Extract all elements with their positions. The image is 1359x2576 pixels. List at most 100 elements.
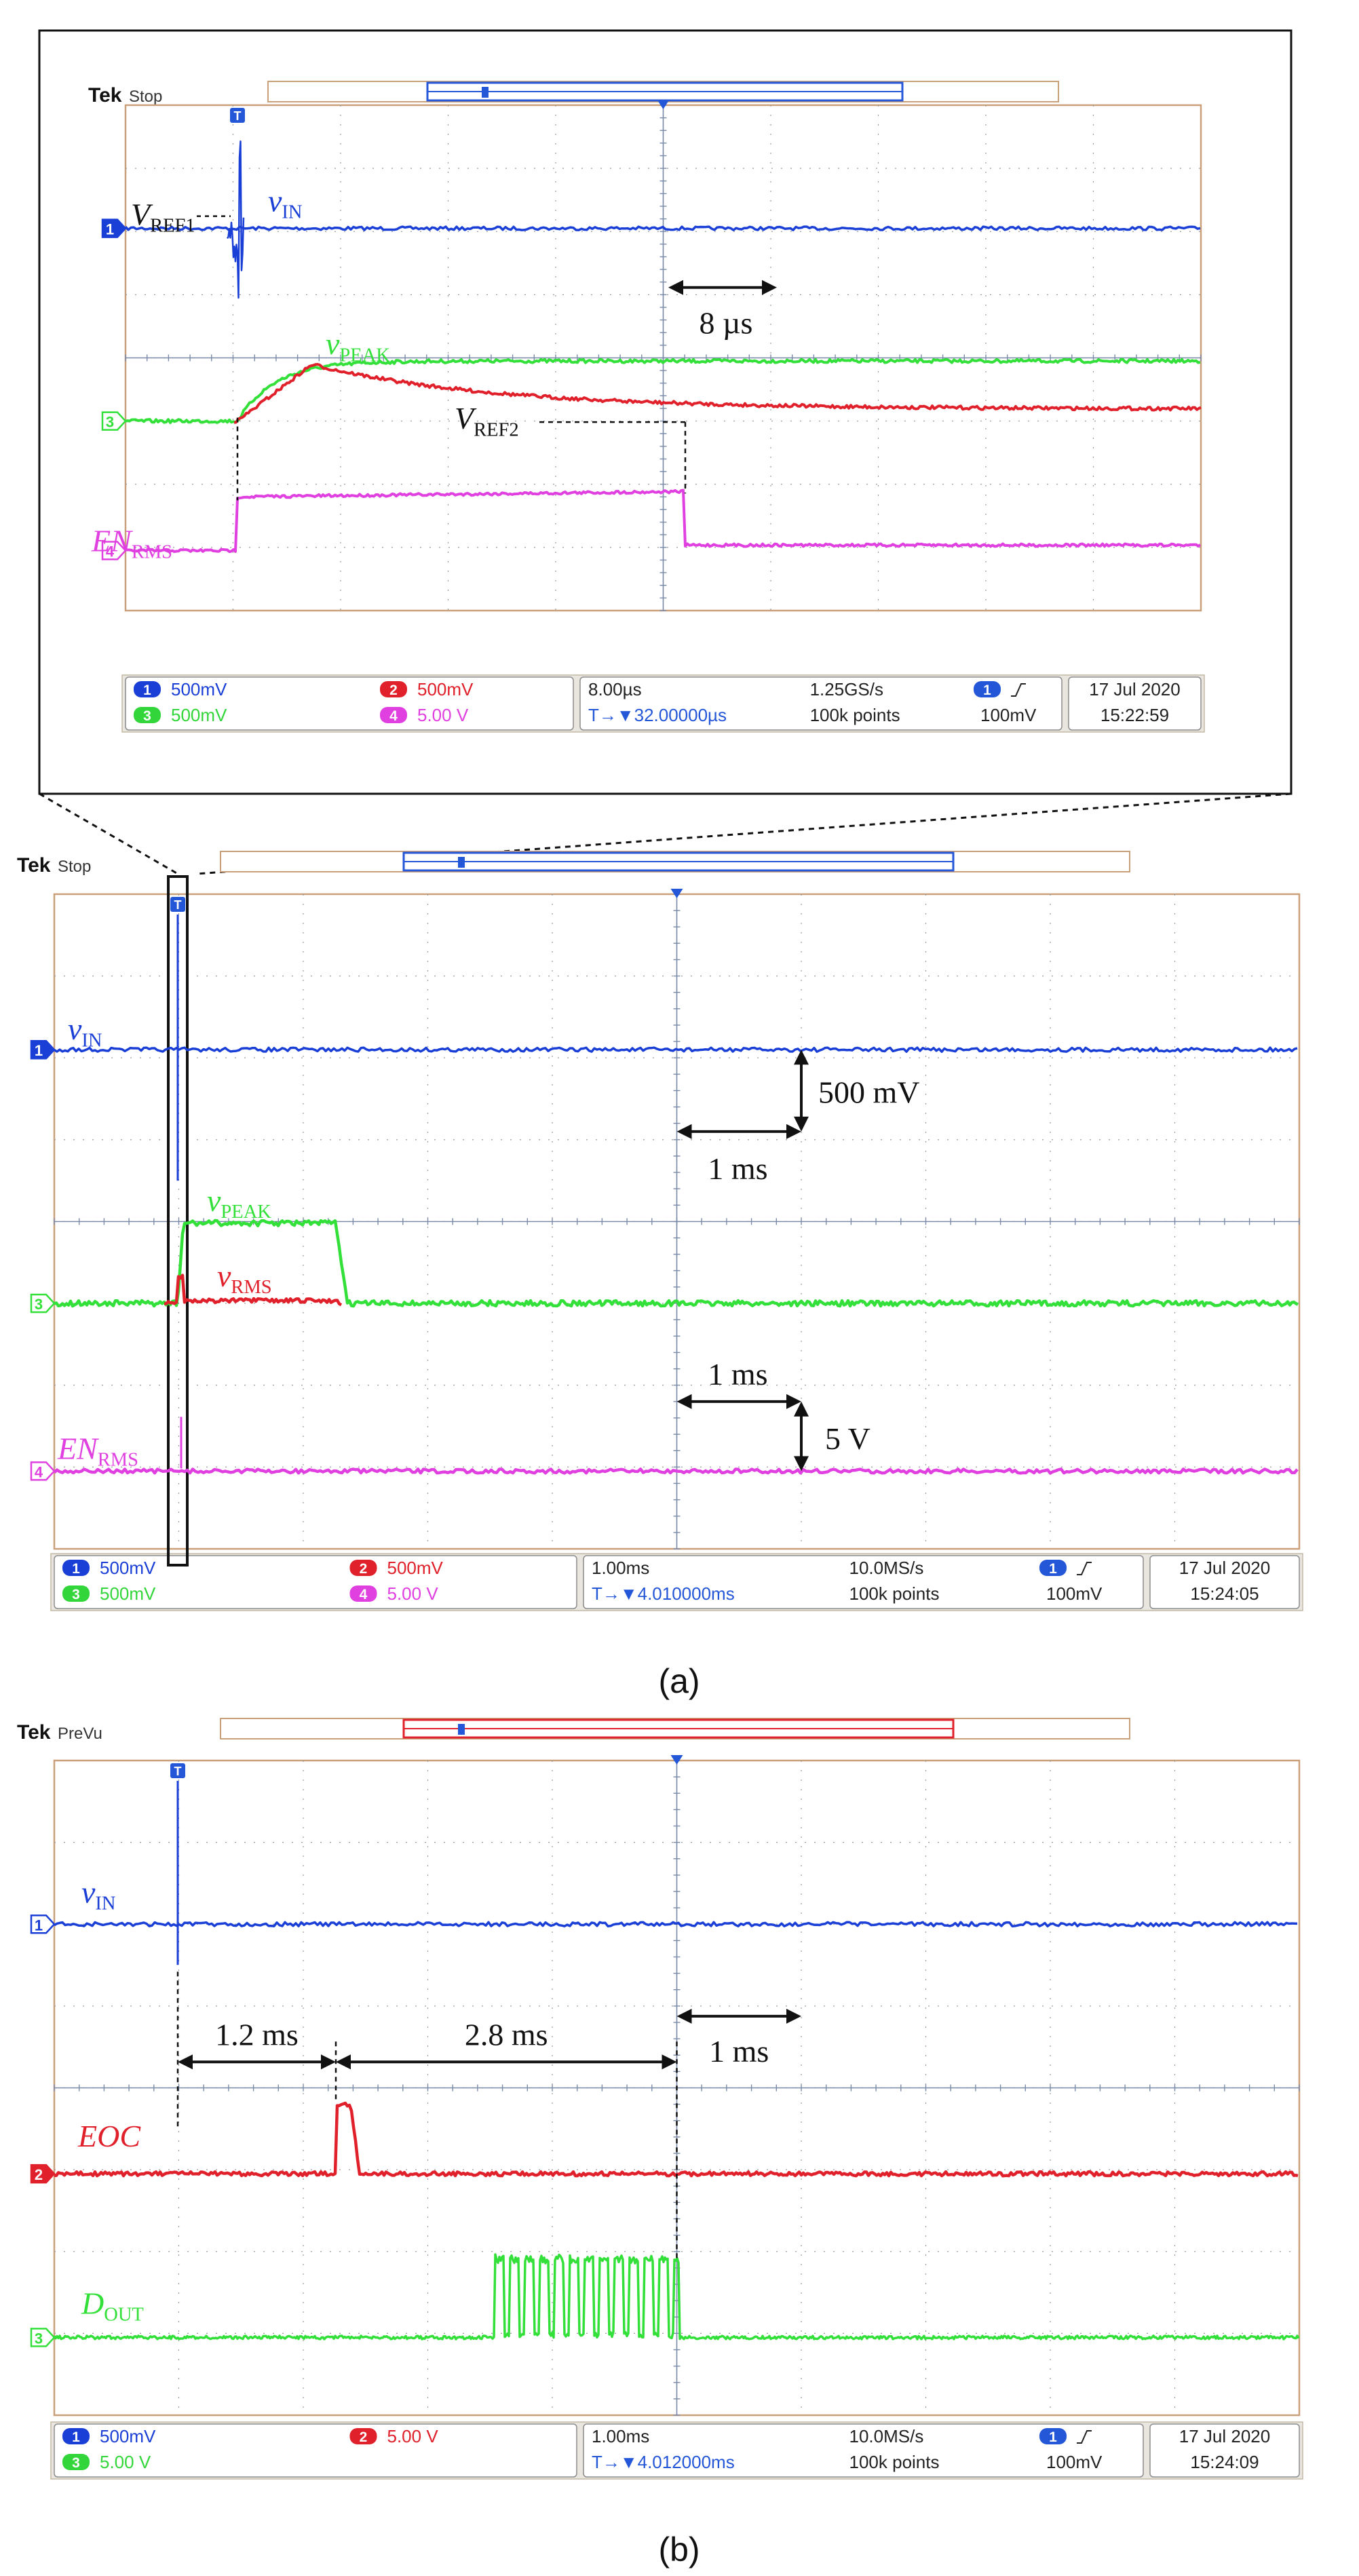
arrow-head <box>794 1050 809 1065</box>
sample-rate: 1.25GS/s <box>810 679 883 699</box>
ch3-badge <box>134 707 161 723</box>
label-enrms: ENRMS <box>57 1431 138 1470</box>
ch3-badge-num: 3 <box>72 1587 80 1602</box>
trigger-source-num: 1 <box>983 683 991 698</box>
trigger-slope-icon <box>1077 2430 1092 2444</box>
label-vpeak: vPEAK <box>207 1183 271 1223</box>
trigger-source-badge <box>1039 2428 1067 2444</box>
channel-marker-4: 4 <box>101 541 127 560</box>
ch1-badge-num: 1 <box>143 683 151 698</box>
marker-label: 4 <box>106 543 115 560</box>
ch4-scale: 5.00 V <box>417 705 469 725</box>
label-1ms: 1 ms <box>709 2034 769 2069</box>
ch3-badge <box>62 2454 90 2470</box>
acq-state: Stop <box>129 88 162 106</box>
arrow-5v <box>794 1401 809 1472</box>
ch4-badge <box>349 1585 377 1602</box>
trigger-position-marker <box>670 1755 683 1765</box>
ch1-badge-num: 1 <box>72 2429 80 2445</box>
trigger-t-marker <box>170 897 185 912</box>
trigger-t-label: T <box>174 1765 182 1778</box>
trace-vrms <box>164 1273 343 1307</box>
brand-label: Tek <box>17 1721 51 1744</box>
trace-vin-burst <box>226 140 245 299</box>
ch2-badge <box>349 1560 377 1576</box>
caption-a: (a) <box>658 1662 700 1700</box>
record-length: 100k points <box>849 1583 940 1604</box>
marker-shape <box>30 1039 56 1060</box>
label-enrms: ENRMS <box>91 523 172 562</box>
ch2-badge <box>380 681 407 697</box>
ch1-badge <box>62 2428 90 2444</box>
brand-label: Tek <box>88 84 122 107</box>
channel-marker-2: 2 <box>30 2164 56 2184</box>
trigger-slope-icon <box>1011 683 1026 697</box>
marker-label: 3 <box>35 2330 43 2347</box>
ch2-badge-num: 2 <box>360 2429 368 2445</box>
arrow-head <box>676 2008 692 2024</box>
label-eoc: EOC <box>77 2119 141 2153</box>
arrow-head <box>762 280 777 295</box>
channel-marker-1: 1 <box>101 218 127 238</box>
status-ch-box <box>125 676 574 731</box>
trace-enrms <box>53 1467 1299 1475</box>
trigger-position-marker <box>670 889 683 898</box>
record-length: 100k points <box>849 2452 940 2472</box>
sample-rate: 10.0MS/s <box>849 2426 924 2446</box>
ch3-badge-num: 3 <box>72 2455 80 2471</box>
trace-vin <box>124 225 1201 231</box>
status-date-box <box>1149 2423 1300 2478</box>
arrow-1ms-b <box>676 1393 801 1409</box>
marker-label: 1 <box>35 1917 43 1934</box>
trigger-t-label: T <box>234 109 242 123</box>
trigger-position: T→▼4.012000ms <box>592 2452 735 2472</box>
label-1-2ms: 1.2 ms <box>215 2017 299 2052</box>
channel-marker-1: 1 <box>30 1915 56 1934</box>
ch2-scale: 5.00 V <box>387 2426 439 2446</box>
trace-dout <box>53 2253 1300 2341</box>
label-dout: DOUT <box>81 2286 144 2325</box>
label-1ms-b: 1 ms <box>708 1357 767 1391</box>
marker-shape <box>30 1915 56 1934</box>
ch4-badge <box>380 707 407 723</box>
trigger-position: T→▼32.00000µs <box>588 705 727 725</box>
trigger-source-badge <box>1039 1560 1067 1576</box>
marker-shape <box>101 541 127 560</box>
trace-vin <box>54 1046 1298 1053</box>
marker-shape <box>30 1461 56 1481</box>
time-label: 15:22:59 <box>1100 705 1169 725</box>
status-date-box <box>1068 676 1202 731</box>
label-500mv: 500 mV <box>818 1075 920 1110</box>
trigger-source-num: 1 <box>1049 1561 1057 1577</box>
arrow-head <box>662 2054 677 2070</box>
arrow-1ms-a <box>676 1123 801 1139</box>
trigger-position: T→▼4.010000ms <box>592 1583 735 1604</box>
status-timebase-box <box>583 2423 1144 2478</box>
arrow-head <box>178 2054 193 2070</box>
channel-marker-3: 3 <box>30 1293 56 1313</box>
label-vref1: VREF1 <box>131 197 195 237</box>
marker-shape <box>30 2328 56 2347</box>
marker-shape <box>101 411 127 431</box>
ch2-scale: 500mV <box>387 1558 444 1578</box>
arrow-head <box>794 1456 809 1472</box>
arrow-head <box>321 2054 336 2070</box>
arrow-2-8ms <box>336 2054 677 2070</box>
timebase-value: 8.00µs <box>588 679 642 699</box>
trace-vpeak <box>54 1218 1299 1308</box>
status-ch-box <box>54 2423 577 2478</box>
marker-shape <box>101 218 127 238</box>
channel-marker-3: 3 <box>30 2328 56 2347</box>
arrow-1ms <box>676 2008 801 2024</box>
label-vref2: VREF2 <box>455 401 519 440</box>
status-ch-box <box>54 1555 577 1609</box>
ch3-badge-num: 3 <box>143 708 151 724</box>
arrow-head <box>336 2054 351 2070</box>
trigger-slope-icon <box>1077 1562 1092 1575</box>
ch3-scale: 5.00 V <box>100 2452 151 2472</box>
label-2-8ms: 2.8 ms <box>465 2017 548 2052</box>
arrow-head <box>794 1116 809 1132</box>
trigger-source-num: 1 <box>1049 2429 1057 2445</box>
